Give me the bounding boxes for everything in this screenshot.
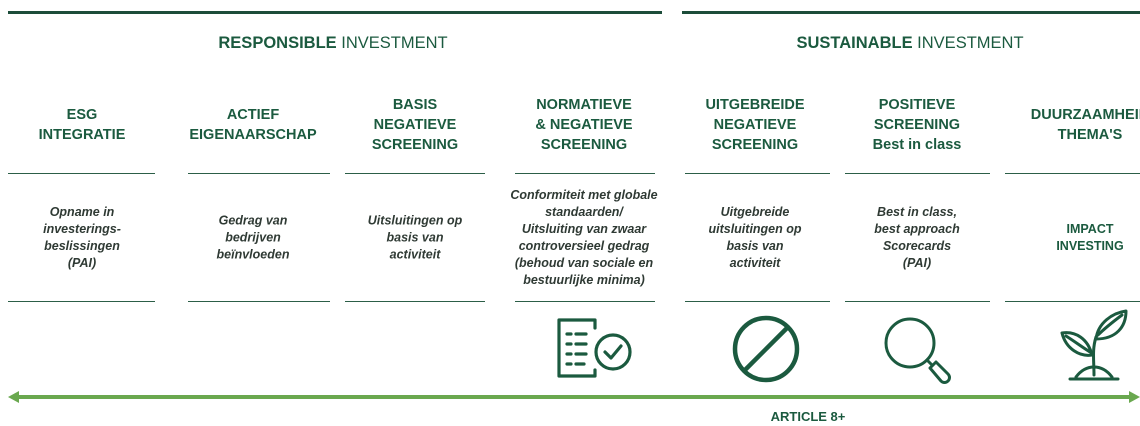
- column-description-2: Gedrag van bedrijven beïnvloeden: [217, 213, 290, 264]
- sustainable-investment-title: SUSTAINABLE INVESTMENT: [796, 34, 1024, 52]
- column-description-line: Uitsluitingen op: [367, 213, 463, 228]
- column-title-line: UITGEBREIDE: [705, 97, 805, 113]
- plant-icon: [1054, 305, 1132, 383]
- column-title-line: THEMA'S: [1057, 127, 1123, 143]
- prohibited-icon: [730, 313, 802, 385]
- column-title-line: SCREENING: [540, 137, 628, 153]
- column-description-line: Uitsluiting van zwaar: [521, 222, 647, 236]
- column-title-divider: [188, 173, 330, 174]
- sustainable-top-rule: [682, 11, 1140, 14]
- column-description-line: INVESTING: [1056, 239, 1124, 253]
- column-description-line: standaarden/: [545, 205, 623, 219]
- column-title-line: SCREENING: [711, 137, 799, 153]
- checklist-icon: [553, 314, 635, 382]
- column-description-line: Scorecards: [882, 239, 952, 253]
- column-description-line: Uitgebreide: [720, 205, 790, 219]
- column-title-line: NORMATIEVE: [536, 97, 632, 113]
- column-description-line: basis van: [386, 230, 444, 245]
- column-title-line: Best in class: [872, 137, 962, 153]
- column-description-line: investerings-: [43, 222, 121, 236]
- column-title-7: DUURZAAMHEID THEMA'S: [1031, 105, 1140, 145]
- column-description-line: IMPACT: [1066, 222, 1114, 236]
- column-description-line: Conformiteit met globale: [510, 188, 658, 202]
- column-desc-divider: [845, 301, 990, 302]
- column-title-2: ACTIEF EIGENAARSCHAP: [189, 105, 316, 145]
- column-description-line: bedrijven: [225, 230, 281, 245]
- column-title-line: SCREENING: [873, 117, 961, 133]
- column-title-line: ESG: [66, 107, 98, 123]
- column-title-divider: [685, 173, 830, 174]
- responsible-investment-title: RESPONSIBLE INVESTMENT: [218, 34, 448, 52]
- column-description-line: Opname in: [49, 205, 115, 219]
- column-title-divider: [345, 173, 485, 174]
- column-desc-divider: [8, 301, 155, 302]
- column-desc-divider: [188, 301, 330, 302]
- column-title-6: POSITIEVE SCREENING Best in class: [873, 95, 962, 155]
- column-description-line: uitsluitingen op: [708, 222, 802, 236]
- column-description-line: best approach: [874, 222, 960, 236]
- column-title-line: & NEGATIEVE: [535, 117, 633, 133]
- column-description-line: controversieel gedrag: [518, 239, 650, 253]
- column-description-line: (PAI): [67, 256, 97, 270]
- column-title-4: NORMATIEVE & NEGATIEVE SCREENING: [535, 95, 632, 155]
- column-description-line: basis van: [726, 239, 784, 253]
- column-title-line: NEGATIEVE: [713, 117, 797, 133]
- responsible-top-rule: [8, 11, 662, 14]
- column-description-4: Conformiteit met globale standaarden/Uits…: [494, 187, 674, 289]
- column-description-3: Uitsluitingen op basis van activiteit: [368, 213, 462, 264]
- column-description-7: IMPACT INVESTING: [1056, 221, 1123, 255]
- column-description-line: beslissingen: [44, 239, 120, 253]
- column-description-line: bestuurlijke minima): [523, 273, 645, 287]
- column-title-line: DUURZAAMHEID: [1030, 107, 1140, 123]
- column-title-line: NEGATIEVE: [373, 117, 457, 133]
- column-desc-divider: [685, 301, 830, 302]
- column-desc-divider: [1005, 301, 1140, 302]
- column-description-1: Opname in investerings-beslissingen (PAI): [43, 204, 121, 272]
- column-description-line: Best in class,: [877, 205, 957, 219]
- column-desc-divider: [345, 301, 485, 302]
- article-8-label: ARTICLE 8+: [770, 409, 846, 424]
- column-title-1: ESG INTEGRATIE: [39, 105, 126, 145]
- column-description-line: activiteit: [729, 256, 781, 270]
- column-description-line: activiteit: [389, 247, 441, 262]
- column-description-line: beïnvloeden: [216, 247, 290, 262]
- magnifier-icon: [880, 313, 954, 385]
- column-title-line: ACTIEF: [226, 107, 280, 123]
- article-8-arrow: [8, 390, 1140, 404]
- column-title-divider: [1005, 173, 1140, 174]
- column-title-line: INTEGRATIE: [38, 127, 126, 143]
- column-desc-divider: [515, 301, 655, 302]
- column-title-line: BASIS: [392, 97, 438, 113]
- column-title-line: POSITIEVE: [878, 97, 956, 113]
- column-description-line: (PAI): [902, 256, 932, 270]
- column-title-line: EIGENAARSCHAP: [189, 127, 317, 143]
- column-description-line: Gedrag van: [218, 213, 288, 228]
- column-title-divider: [845, 173, 990, 174]
- column-description-line: (behoud van sociale en: [514, 256, 654, 270]
- column-title-line: SCREENING: [371, 137, 459, 153]
- column-title-divider: [8, 173, 155, 174]
- column-title-divider: [515, 173, 655, 174]
- column-description-5: Uitgebreide uitsluitingen op basis van acti…: [708, 204, 801, 272]
- column-title-3: BASIS NEGATIEVE SCREENING: [372, 95, 458, 155]
- column-title-5: UITGEBREIDE NEGATIEVE SCREENING: [705, 95, 804, 155]
